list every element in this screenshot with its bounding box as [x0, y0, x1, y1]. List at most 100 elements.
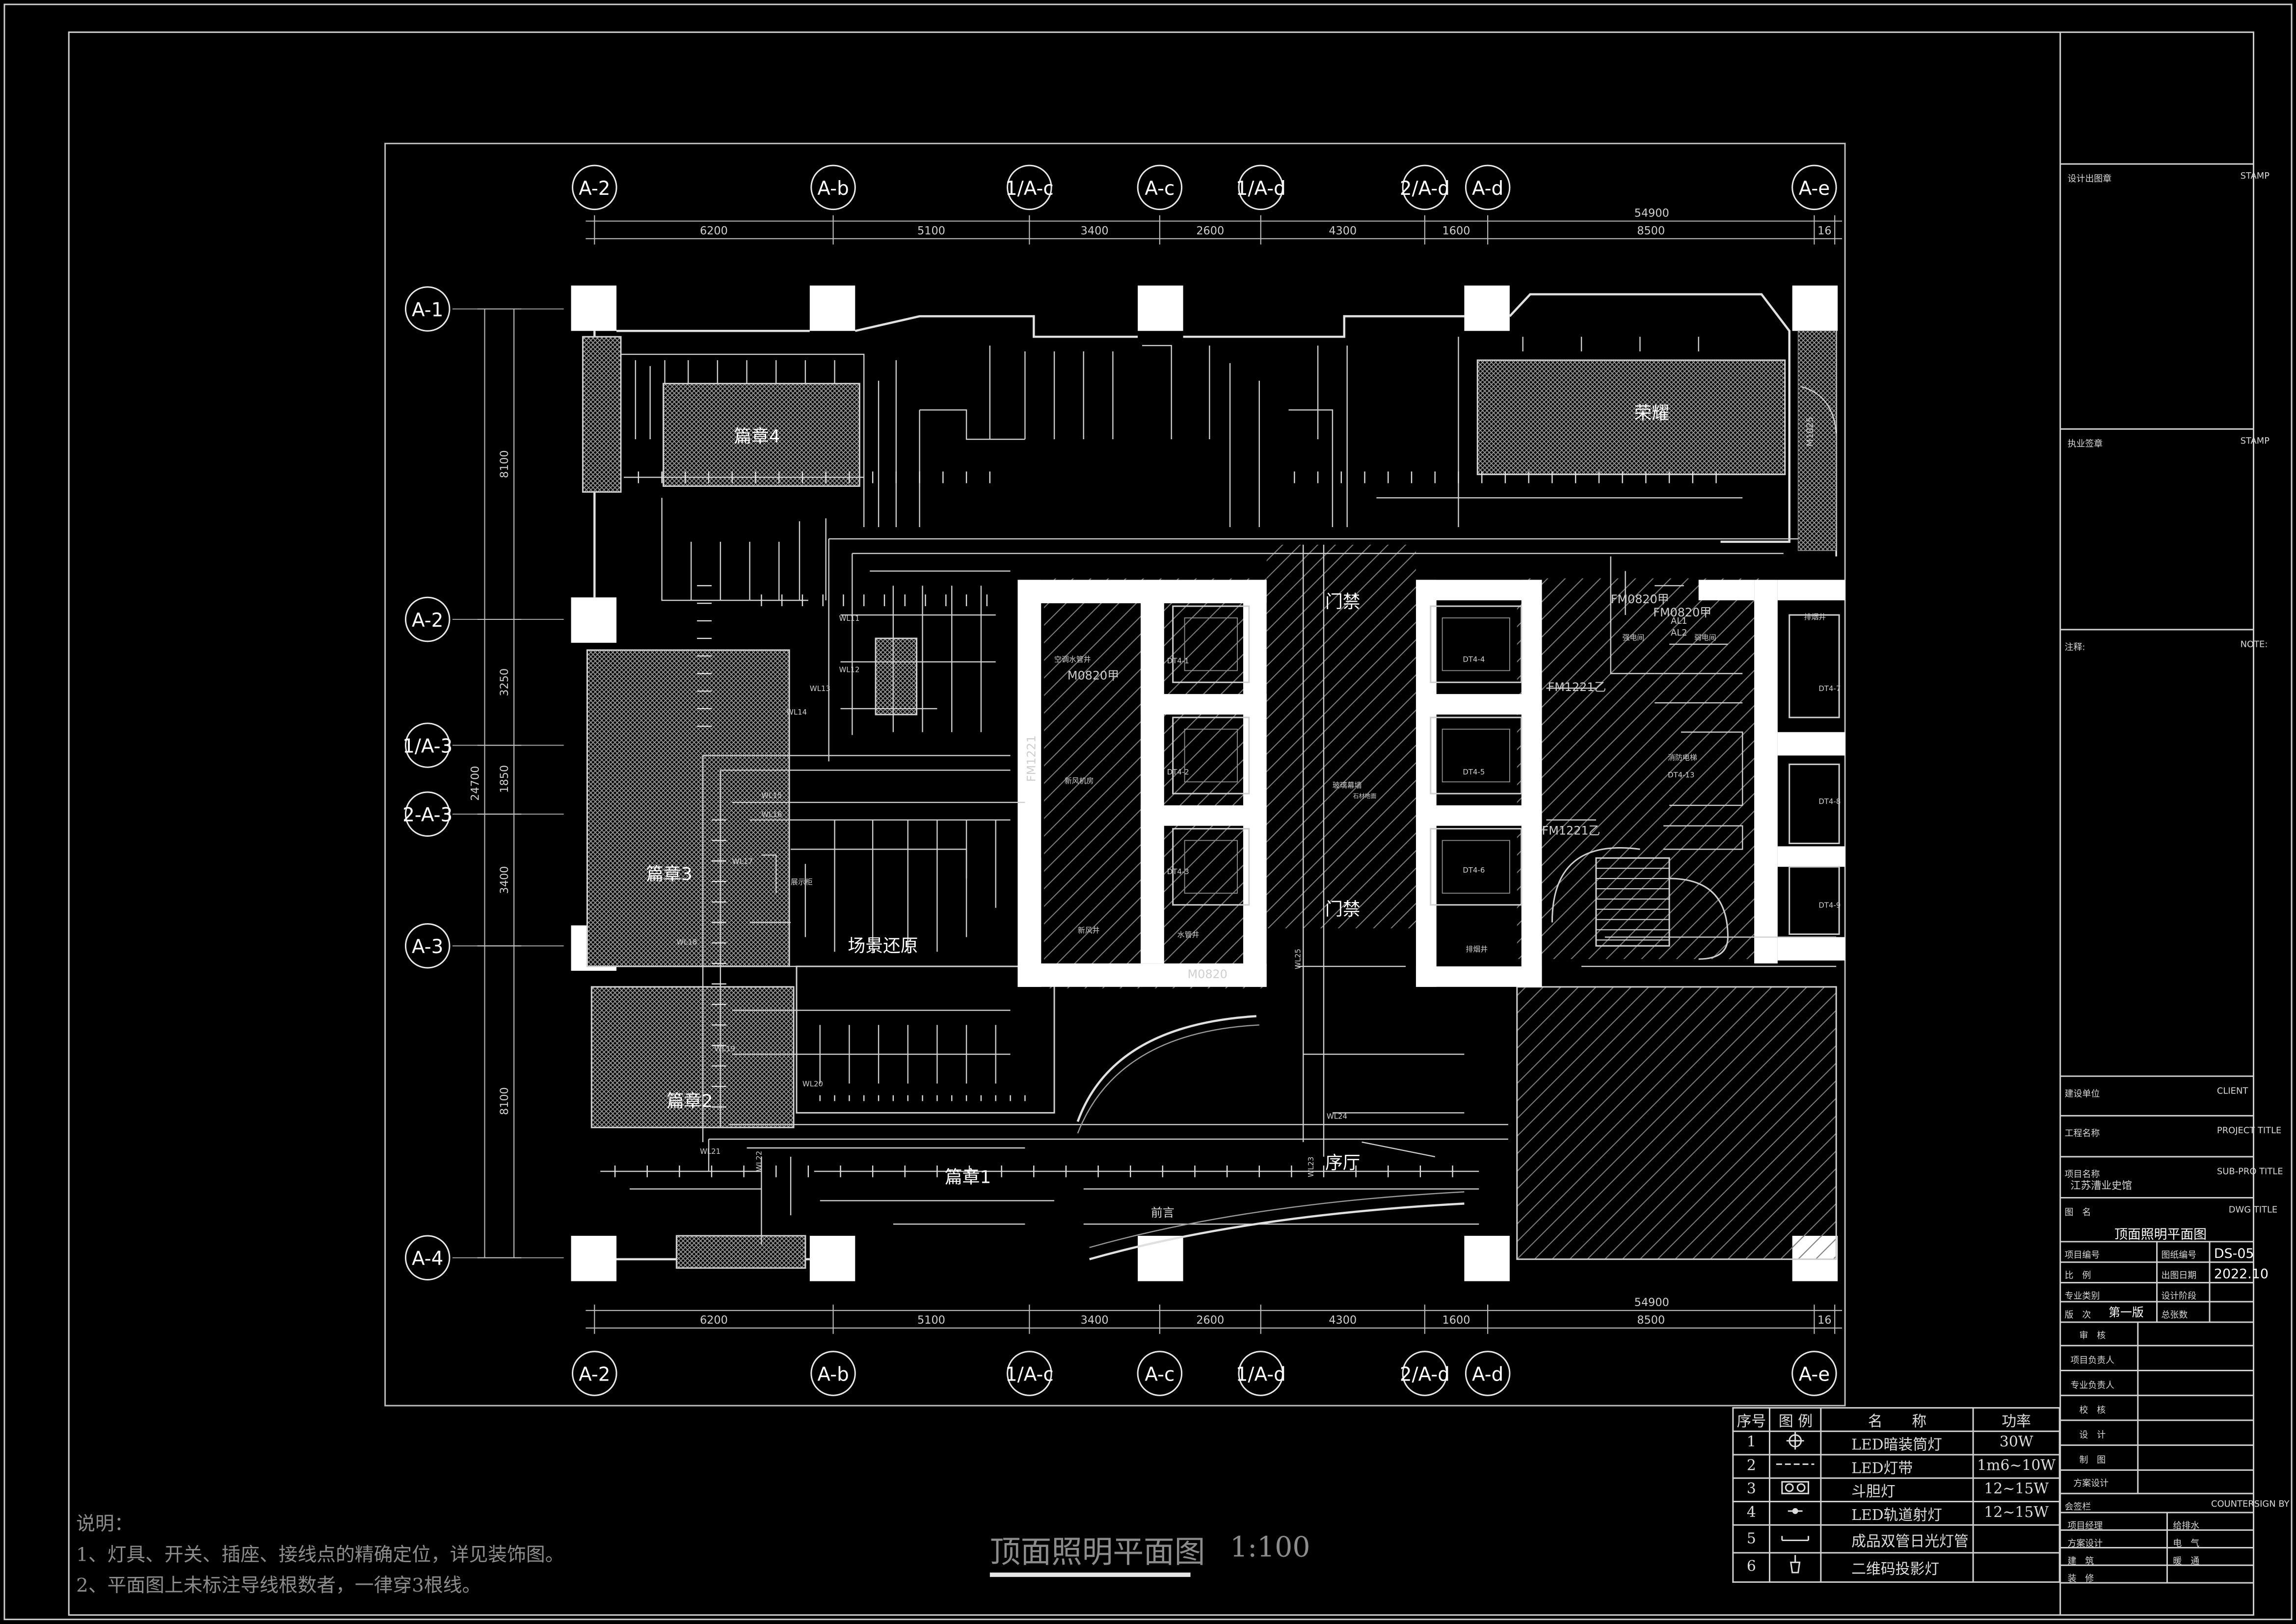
grid-column-label: 1/A-d — [1236, 178, 1286, 200]
circuit-wire — [1663, 825, 1743, 850]
room-label-chapter-1: 篇章1 — [945, 1168, 991, 1188]
scheme-label: 方案设计 — [2073, 1479, 2109, 1490]
core-wall — [1141, 694, 1267, 715]
dimension-value: 2600 — [1196, 1314, 1224, 1327]
grid-column-label: A-e — [1799, 178, 1830, 200]
lift-car — [1789, 866, 1840, 935]
grid-bubble — [810, 1351, 856, 1396]
notes-heading: 说明： — [76, 1514, 133, 1536]
minor-label: WL18 — [676, 937, 697, 946]
plan-wall — [1183, 315, 1465, 338]
minor-label: WL19 — [715, 1044, 735, 1053]
room-label-chapter-4: 篇章4 — [734, 426, 780, 447]
dimension-value: 3250 — [498, 668, 511, 696]
minor-label: DT4-6 — [1463, 866, 1485, 875]
scene-display-frame — [796, 965, 1055, 1114]
room-label-glory: 荣耀 — [1634, 403, 1670, 423]
grid-column-label: A-e — [1799, 1363, 1830, 1385]
minor-label: 排烟井 — [1466, 945, 1488, 954]
circuit-wire — [791, 849, 967, 879]
grid-column-label: A-b — [817, 1363, 849, 1385]
practice-stamp-en: STAMP — [2240, 436, 2270, 447]
legend-no: 6 — [1732, 1552, 1771, 1583]
core-wall — [1777, 937, 1845, 961]
minor-label: WL23 — [1307, 1157, 1315, 1177]
discipline-label: 专业类别 — [2064, 1291, 2100, 1302]
grid-bubble — [1238, 1351, 1283, 1396]
legend-name: LED轨道射灯 — [1820, 1501, 1974, 1526]
grid-column-label: 2/A-d — [1400, 178, 1450, 200]
date-value: 2022.10 — [2214, 1268, 2269, 1283]
draw-label: 制 图 — [2079, 1455, 2106, 1466]
lift-car — [1172, 605, 1250, 683]
decoration-label: 装 修 — [2067, 1574, 2094, 1585]
legend-row: 1 LED暗装筒灯 30W — [1732, 1430, 2060, 1456]
minor-label: WL20 — [802, 1080, 823, 1089]
hatched-strip — [675, 1235, 806, 1269]
cosign-label-en: COUNTERSIGN BY — [2211, 1499, 2290, 1510]
grid-bubble — [1137, 164, 1183, 211]
grid-bubble — [1137, 1351, 1183, 1396]
grid-bubble — [1465, 1351, 1511, 1396]
grid-column-label: A-c — [1145, 178, 1175, 200]
circuit-wire — [1288, 409, 1334, 528]
grid-column-label: 1/A-d — [1236, 1363, 1286, 1385]
structural-column — [1792, 285, 1838, 331]
minor-label: DT4-3 — [1167, 867, 1189, 876]
structural-column — [1464, 285, 1510, 331]
lift-car — [1430, 828, 1522, 906]
dimension-total: 24700 — [469, 766, 482, 801]
discipline-lead-label: 专业负责人 — [2070, 1381, 2115, 1391]
dimension-value: 6200 — [700, 224, 728, 237]
cosign-label: 会签栏 — [2064, 1502, 2091, 1513]
legend-header-name: 名 称 — [1820, 1407, 1974, 1432]
lift-car — [1789, 763, 1840, 844]
curved-glazing — [1089, 1202, 1465, 1260]
grid-bubble — [404, 596, 451, 642]
minor-label: FM1221 — [1024, 735, 1038, 782]
pm-label: 项目经理 — [2067, 1521, 2103, 1532]
grid-bubble — [404, 1235, 451, 1281]
minor-label: WL12 — [839, 665, 859, 674]
legend-no: 1 — [1732, 1430, 1771, 1456]
core-wall — [1141, 805, 1267, 826]
lift-car — [1172, 717, 1250, 795]
lift-car — [1172, 828, 1250, 906]
grid-bubble — [572, 164, 617, 211]
structural-column — [1138, 285, 1183, 331]
minor-label: DT4-9 — [1818, 901, 1841, 910]
title-underline — [989, 1572, 1191, 1577]
dimension-value: 5100 — [917, 224, 945, 237]
room-label-prelude: 序厅 — [1325, 1153, 1361, 1173]
project-no-label: 项目编号 — [2064, 1250, 2100, 1261]
dimension-value: 1850 — [498, 765, 511, 793]
plumbing-label: 给排水 — [2173, 1521, 2200, 1532]
scale-label: 比 例 — [2064, 1271, 2091, 1281]
grid-column-label: A-2 — [579, 178, 610, 200]
core-wall — [1141, 580, 1164, 964]
lift-car-inner — [1184, 728, 1238, 783]
structural-column — [571, 285, 617, 331]
legend-no: 2 — [1732, 1454, 1771, 1479]
date-label: 出图日期 — [2161, 1271, 2197, 1281]
room-label-chapter-2: 篇章2 — [667, 1091, 713, 1111]
dimension-value: 3400 — [498, 866, 511, 894]
qr-projector-symbol-icon — [1769, 1552, 1822, 1583]
minor-label: 排烟井 — [1804, 612, 1826, 621]
legend-table: 序号 图 例 名 称 功率 1 LED暗装筒灯 30W 2 LED灯带 1m6~… — [1732, 1407, 2060, 1583]
notes-line-1: 1、灯具、开关、插座、接线点的精确定位，详见装饰图。 — [76, 1544, 564, 1567]
dimension-value: 4300 — [1329, 1314, 1357, 1327]
plan-wall — [1509, 293, 1790, 543]
lift-car — [1430, 605, 1522, 683]
grid-bubble — [810, 164, 856, 211]
minor-label: DT4-1 — [1167, 656, 1189, 665]
dimension-value: 1600 — [1442, 224, 1470, 237]
minor-label: WL21 — [700, 1147, 721, 1156]
drawing-title: 顶面照明平面图 — [989, 1534, 1205, 1570]
minor-label: M1025 — [1805, 417, 1815, 447]
grid-column-label: A-d — [1472, 1363, 1503, 1385]
minor-label: AL1 — [1671, 616, 1687, 626]
legend-no: 5 — [1732, 1524, 1771, 1554]
lift-car — [1789, 614, 1840, 719]
